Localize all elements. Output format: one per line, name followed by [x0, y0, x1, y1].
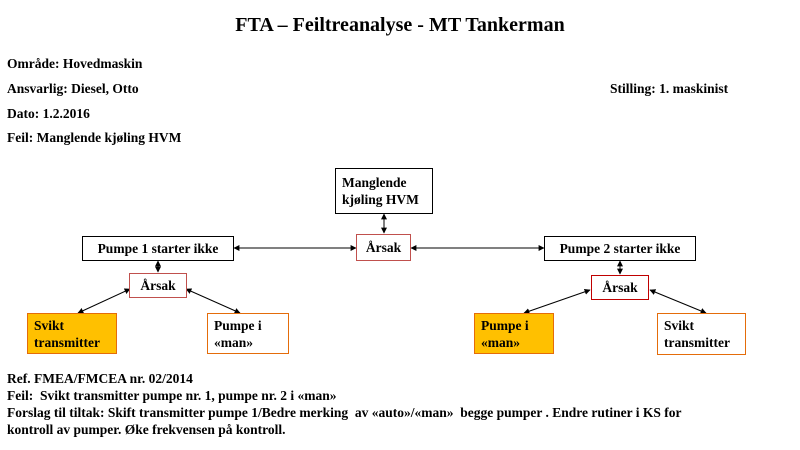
date-label: Dato: 1.2.2016	[7, 106, 90, 121]
pump1-event-box: Pumpe 1 starter ikke	[82, 236, 234, 261]
connector-right-cause-leafb	[649, 289, 707, 314]
top-event-box: Manglende kjøling HVM	[335, 168, 433, 214]
center-cause-box: Årsak	[356, 234, 411, 261]
pump1-cause-box: Årsak	[129, 273, 187, 298]
footer-proposal-line2: kontroll av pumper. Øke frekvensen på ko…	[7, 422, 286, 437]
right-leaf-a-line1: Pumpe i	[481, 317, 529, 333]
footer-proposal-line1: Forslag til tiltak: Skift transmitter pu…	[7, 405, 682, 420]
connector-left-cause-leafb	[185, 288, 241, 314]
fault-label: Feil: Manglende kjøling HVM	[7, 130, 182, 145]
left-leaf-a-line1: Svikt	[34, 317, 65, 333]
right-leaf-a-line2: «man»	[481, 334, 521, 350]
pump1-event-label: Pumpe 1 starter ikke	[97, 240, 219, 256]
footer-fault: Feil: Svikt transmitter pumpe nr. 1, pum…	[7, 388, 337, 403]
right-leaf-b-line1: Svikt	[664, 318, 695, 333]
responsible-label: Ansvarlig: Diesel, Otto	[7, 81, 139, 96]
area-label: Område: Hovedmaskin	[7, 56, 143, 71]
left-leaf-transmitter-box: Svikt transmitter	[27, 313, 117, 354]
page-title: FTA – Feiltreanalyse - MT Tankerman	[235, 14, 565, 36]
pump2-cause-box: Årsak	[591, 275, 649, 300]
pump1-cause-label: Årsak	[140, 277, 176, 293]
left-leaf-b-line1: Pumpe i	[214, 317, 262, 333]
right-leaf-manual-box: Pumpe i «man»	[474, 313, 554, 354]
pump2-event-label: Pumpe 2 starter ikke	[559, 240, 681, 256]
connector-left-cause-leafa	[77, 288, 131, 314]
top-event-line1: Manglende	[342, 175, 407, 190]
center-cause-label: Årsak	[365, 239, 402, 255]
connector-right-cause-leafa	[523, 288, 591, 315]
top-event-line2: kjøling HVM	[342, 192, 419, 207]
left-leaf-manual-box: Pumpe i «man»	[207, 313, 289, 354]
left-leaf-a-line2: transmitter	[34, 334, 100, 350]
pump2-cause-label: Årsak	[602, 279, 638, 295]
footer-ref: Ref. FMEA/FMCEA nr. 02/2014	[7, 371, 193, 386]
right-leaf-transmitter-box: Svikt transmitter	[657, 313, 746, 355]
position-label: Stilling: 1. maskinist	[610, 81, 729, 96]
left-leaf-b-line2: «man»	[214, 334, 254, 350]
right-leaf-b-line2: transmitter	[664, 335, 730, 350]
pump2-event-box: Pumpe 2 starter ikke	[544, 236, 696, 261]
